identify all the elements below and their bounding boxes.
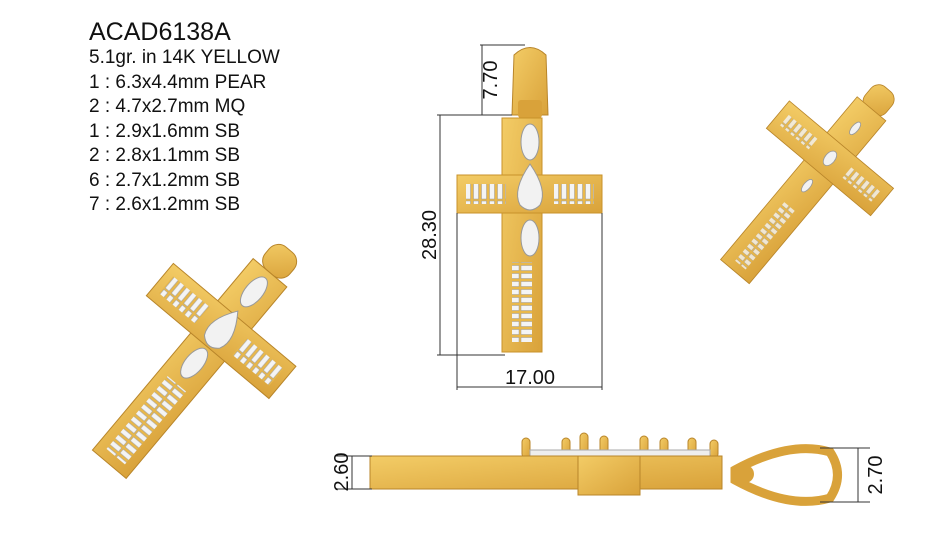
pear-stone xyxy=(517,163,543,211)
cross-height-label: 28.30 xyxy=(419,210,441,260)
cross-width-label: 17.00 xyxy=(505,367,555,389)
stone-spec: 1 : 6.3x4.4mm PEAR xyxy=(89,71,267,93)
metal-weight: 5.1gr. in 14K YELLOW xyxy=(89,47,280,68)
baguette-column xyxy=(512,262,532,342)
stone-spec: 2 : 2.8x1.1mm SB xyxy=(89,145,241,166)
thickness-label: 2.60 xyxy=(331,453,353,492)
bail xyxy=(511,47,549,116)
perspective-view-left xyxy=(91,243,298,480)
stone-spec: 2 : 4.7x2.7mm MQ xyxy=(89,96,246,117)
cross-profile xyxy=(369,455,723,490)
marquise-stone xyxy=(520,219,540,257)
dimension-lines xyxy=(437,44,603,390)
side-view xyxy=(369,432,842,506)
stone-spec: 7 : 2.6x1.2mm SB xyxy=(89,194,241,215)
stone-spec: 6 : 2.7x1.2mm SB xyxy=(89,169,241,191)
bail-thickness-label: 2.70 xyxy=(865,456,887,495)
bail-loop xyxy=(518,100,542,118)
spec-list: ACAD6138A 5.1gr. in 14K YELLOW 1 : 6.3x4… xyxy=(89,18,280,218)
perspective-view-right xyxy=(719,84,895,285)
front-view xyxy=(456,47,603,353)
stone-spec: 1 : 2.9x1.6mm SB xyxy=(89,120,241,142)
marquise-stone xyxy=(520,123,540,161)
baguette-row xyxy=(466,184,506,204)
product-code: ACAD6138A xyxy=(89,18,231,46)
bail-ring xyxy=(730,444,842,506)
side-dimension-lines xyxy=(336,447,870,503)
bail-height-label: 7.70 xyxy=(480,61,502,100)
baguette-row xyxy=(554,184,594,204)
